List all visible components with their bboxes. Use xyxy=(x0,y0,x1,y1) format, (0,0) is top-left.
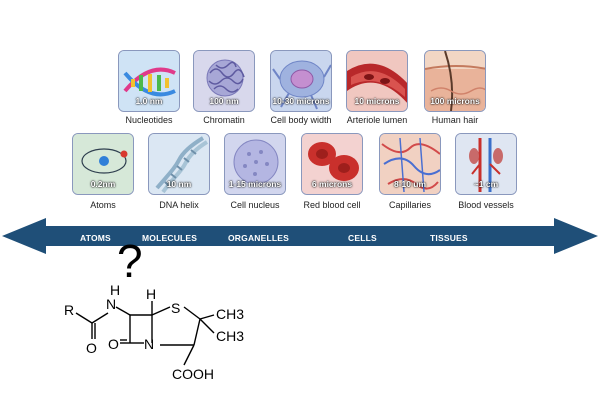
label-atoms: Atoms xyxy=(90,200,116,210)
atom-icon xyxy=(73,134,133,194)
label-cell-nucleus: Cell nucleus xyxy=(230,200,280,210)
tile-blood-vessels: ~1 cm xyxy=(455,133,517,195)
arrow-label-atoms: ATOMS xyxy=(80,233,111,243)
label-arteriole-lumen: Arteriole lumen xyxy=(346,115,408,125)
size-label: 1.0 nm xyxy=(135,96,163,106)
atom-label: CH3 xyxy=(216,306,244,322)
label-red-blood-cell: Red blood cell xyxy=(303,200,361,210)
atom-label: CH3 xyxy=(216,328,244,344)
atom-label: S xyxy=(171,300,180,316)
arrow-label-tissues: TISSUES xyxy=(430,233,468,243)
tile-cell-body-width: 10-30 microns xyxy=(270,50,332,112)
size-label: 1-15 microns xyxy=(228,179,282,189)
size-label: 100 nm xyxy=(209,96,239,106)
atom-label: H xyxy=(146,286,156,302)
chromatin-icon xyxy=(194,51,254,111)
molecule-structure: R N H H S CH3 CH3 O N O COOH xyxy=(64,285,244,382)
size-label: 0.2nm xyxy=(90,179,116,189)
atom-label: O xyxy=(108,336,119,352)
cell-nucleus-icon xyxy=(225,134,285,194)
arteriole-icon xyxy=(347,51,407,111)
size-label: ~1 cm xyxy=(473,179,499,189)
label-blood-vessels: Blood vessels xyxy=(458,200,514,210)
size-label: 8-10 um xyxy=(393,179,427,189)
size-label: 10 microns xyxy=(354,96,400,106)
atom-label: N xyxy=(144,336,154,352)
question-mark: ? xyxy=(117,235,143,287)
label-cell-body-width: Cell body width xyxy=(270,115,332,125)
size-label: 6 microns xyxy=(311,179,353,189)
tile-arteriole-lumen: 10 microns xyxy=(346,50,408,112)
label-dna-helix: DNA helix xyxy=(159,200,199,210)
hair-icon xyxy=(425,51,485,111)
tile-human-hair: 100 microns xyxy=(424,50,486,112)
scale-arrow xyxy=(2,218,598,254)
tile-chromatin: 100 nm xyxy=(193,50,255,112)
tile-dna-helix: 10 nm xyxy=(148,133,210,195)
tile-atoms: 0.2nm xyxy=(72,133,134,195)
atom-label: N xyxy=(106,296,116,312)
label-chromatin: Chromatin xyxy=(203,115,245,125)
arrow-label-cells: CELLS xyxy=(348,233,377,243)
cell-body-icon xyxy=(271,51,331,111)
label-capillaries: Capillaries xyxy=(388,200,432,210)
arrow-label-molecules: MOLECULES xyxy=(142,233,198,243)
arrow-label-organelles: ORGANELLES xyxy=(228,233,290,243)
size-label: 10 nm xyxy=(166,179,192,189)
tile-nucleotides: 1.0 nm xyxy=(118,50,180,112)
atom-label: R xyxy=(64,302,74,318)
atom-label: H xyxy=(110,285,120,298)
label-nucleotides: Nucleotides xyxy=(125,115,173,125)
tile-capillaries: 8-10 um xyxy=(379,133,441,195)
atom-label: O xyxy=(86,340,97,356)
size-label: 100 microns xyxy=(430,96,480,106)
red-blood-cell-icon xyxy=(302,134,362,194)
nucleotide-icon xyxy=(119,51,179,111)
atom-label: COOH xyxy=(172,366,214,382)
tile-red-blood-cell: 6 microns xyxy=(301,133,363,195)
size-label: 10-30 microns xyxy=(272,96,330,106)
blood-vessel-icon xyxy=(456,134,516,194)
label-human-hair: Human hair xyxy=(431,115,479,125)
capillary-icon xyxy=(380,134,440,194)
tile-cell-nucleus: 1-15 microns xyxy=(224,133,286,195)
dna-helix-icon xyxy=(149,134,209,194)
